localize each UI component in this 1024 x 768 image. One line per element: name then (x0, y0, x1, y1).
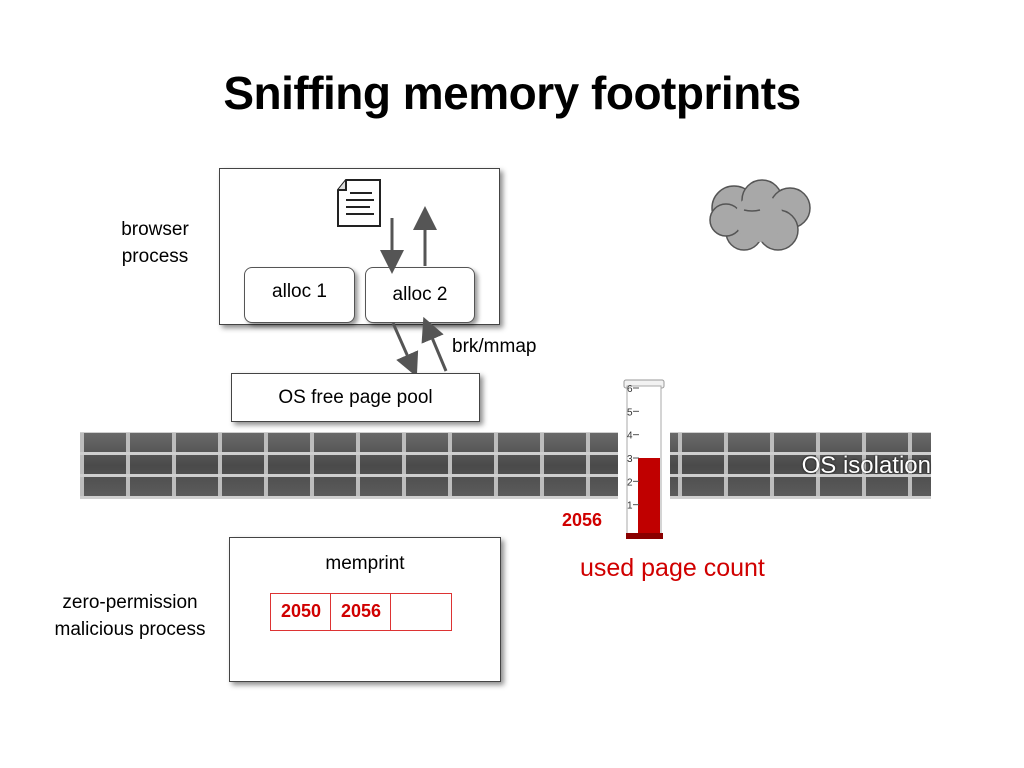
document-icon (337, 179, 381, 227)
browser-process-label: browser process (121, 219, 189, 267)
gauge-tick-label: 4 (627, 431, 633, 442)
gauge-tick-label: 3 (627, 454, 633, 465)
gauge-value-label: 2056 (562, 510, 603, 530)
alloc-2-label: alloc 2 (392, 284, 448, 305)
os-free-page-pool-label: OS free page pool (278, 387, 433, 408)
syscall-label: brk/mmap (452, 336, 537, 357)
alloc-1-box: alloc 1 (244, 267, 355, 323)
memprint-cell: 2050 (270, 593, 332, 631)
gauge-caption: used page count (580, 554, 765, 582)
alloc-1-label: alloc 1 (272, 281, 327, 302)
gauge-fill (638, 458, 660, 534)
memprint-title: memprint (325, 553, 405, 574)
memprint-cell: 2056 (330, 593, 392, 631)
memprint-cell (390, 593, 452, 631)
cloud-icon (709, 179, 811, 251)
page-count-gauge: 6 5 4 3 2 1 (618, 378, 670, 542)
slide-title: Sniffing memory footprints (223, 67, 801, 119)
os-isolation-label: OS isolation (801, 452, 931, 479)
arrow-up-from-pool (421, 316, 448, 372)
alloc-2-box: alloc 2 (365, 267, 475, 323)
gauge-tick-label: 2 (627, 477, 633, 488)
os-free-page-pool-box: OS free page pool (231, 373, 480, 422)
gauge-tick-label: 6 (627, 384, 633, 395)
brick-wall (80, 432, 931, 499)
arrow-down-to-pool (391, 322, 419, 377)
gauge-tick-label: 5 (627, 407, 633, 418)
malicious-process-label: zero-permission malicious process (54, 592, 206, 640)
gauge-tick-label: 1 (627, 501, 633, 512)
